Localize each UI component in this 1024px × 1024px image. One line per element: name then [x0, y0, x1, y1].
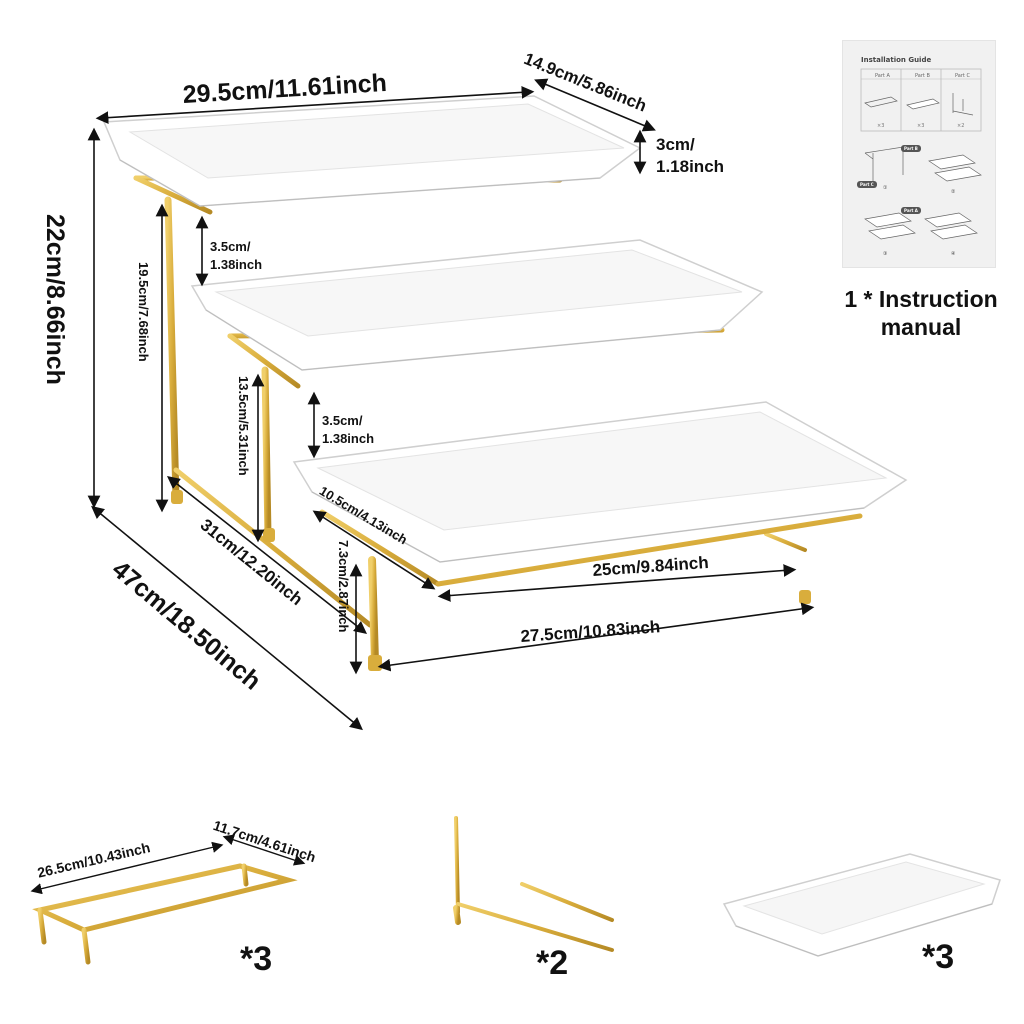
component-tray-quantity: *3	[922, 938, 955, 976]
manual-badge-part-c: Part C	[857, 181, 877, 188]
dimension-arrows	[87, 78, 815, 731]
manual-step-1: ①	[883, 185, 888, 191]
manual-title: Installation Guide	[861, 56, 932, 64]
tray-depth-label-line2: 1.18inch	[656, 157, 725, 176]
component-stand	[453, 816, 615, 969]
manual-step-4: ④	[951, 251, 956, 257]
manual-badge-part-b: Part B	[901, 145, 921, 152]
gap-top-label-line2: 1.38inch	[210, 257, 263, 272]
middle-tray	[190, 239, 764, 371]
manual-part-c: Part C	[955, 73, 970, 79]
middle-leg-label: 13.5cm/5.31inch	[236, 376, 251, 476]
component-frame-quantity: *3	[240, 940, 273, 978]
manual-caption: 1 * Instruction manual	[826, 286, 1016, 341]
component-frame-arrows	[30, 834, 306, 895]
manual-badge-part-a: Part A	[901, 207, 921, 214]
manual-diagram	[860, 68, 982, 240]
total-height-label: 22cm/8.66inch	[41, 214, 69, 385]
gap-middle-label-line1: 3.5cm/	[322, 413, 363, 428]
manual-part-b: Part B	[915, 73, 930, 79]
tray-depth-label-line1: 3cm/	[656, 135, 695, 154]
gap-middle-label-line2: 1.38inch	[322, 431, 375, 446]
manual-caption-line2: manual	[880, 313, 962, 340]
manual-step-3: ③	[883, 251, 888, 257]
gap-top-label-line1: 3.5cm/	[210, 239, 251, 254]
bottom-tray	[292, 401, 908, 563]
component-stand-quantity: *2	[536, 944, 569, 982]
manual-count-b: ×3	[917, 123, 925, 129]
manual-step-2: ②	[951, 189, 956, 195]
manual-caption-line1: 1 * Instruction	[844, 286, 998, 312]
component-tray	[722, 853, 1001, 957]
manual-count-c: ×2	[957, 123, 965, 129]
instruction-manual: Installation Guide Part A Part B Part C …	[842, 40, 996, 268]
manual-count-a: ×3	[877, 123, 885, 129]
upper-leg-label: 19.5cm/7.68inch	[136, 262, 151, 362]
bottom-leg-label: 7.3cm/2.87inch	[336, 540, 351, 633]
manual-part-a: Part A	[875, 73, 890, 79]
